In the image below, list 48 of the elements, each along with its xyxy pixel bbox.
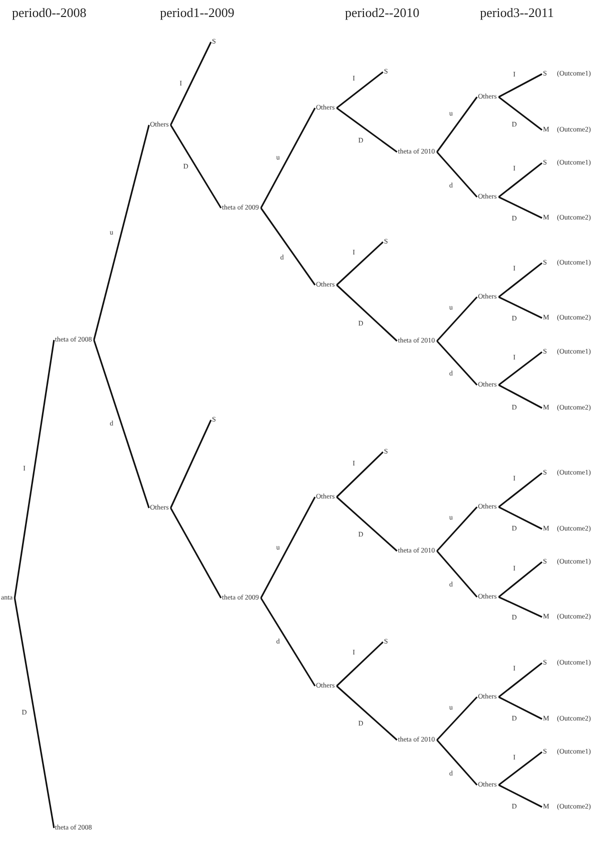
- branch-line: [336, 451, 384, 498]
- branch-line: [93, 340, 150, 508]
- branch-line: [436, 550, 478, 598]
- branch-line: [336, 284, 398, 342]
- branch-line: [336, 685, 398, 741]
- branch-line: [498, 784, 542, 808]
- branch-line: [498, 696, 542, 720]
- branch-line: [498, 662, 542, 698]
- branch-line: [498, 751, 542, 786]
- branch-line: [498, 596, 542, 618]
- branch-line: [260, 108, 316, 208]
- branch-line: [336, 641, 384, 687]
- branch-line: [336, 241, 384, 286]
- branch-line: [170, 124, 222, 208]
- period-heading: period0--2008: [12, 6, 86, 19]
- branch-line: [498, 296, 542, 319]
- branch-line: [498, 384, 542, 409]
- branch-line: [498, 162, 542, 198]
- branch-line: [260, 208, 316, 286]
- branch-line: [260, 496, 316, 598]
- branch-line: [436, 96, 478, 152]
- branch-line: [436, 739, 478, 786]
- branch-line: [498, 262, 542, 298]
- branch-line: [336, 496, 398, 552]
- branch-line: [436, 696, 478, 741]
- branch-line: [498, 96, 542, 131]
- branch-line: [170, 508, 222, 598]
- branch-line: [260, 598, 316, 686]
- branch-line: [14, 598, 55, 828]
- branch-line: [436, 340, 478, 386]
- branch-line: [498, 472, 542, 508]
- period-heading: period3--2011: [480, 6, 554, 19]
- branch-line: [14, 340, 55, 598]
- branch-line: [498, 351, 542, 386]
- period-heading: period1--2009: [160, 6, 234, 19]
- period-heading: period2--2010: [345, 6, 420, 19]
- branch-line: [498, 73, 542, 98]
- branch-line: [336, 107, 398, 153]
- branch-line: [436, 296, 478, 342]
- branch-line: [498, 196, 542, 219]
- branch-line: [93, 124, 150, 340]
- branch-line: [170, 42, 212, 126]
- branch-line: [170, 420, 212, 508]
- branch-line: [498, 506, 542, 530]
- branch-line: [436, 506, 478, 552]
- branch-line: [498, 561, 542, 598]
- branch-line: [336, 71, 384, 109]
- branch-line: [436, 151, 478, 198]
